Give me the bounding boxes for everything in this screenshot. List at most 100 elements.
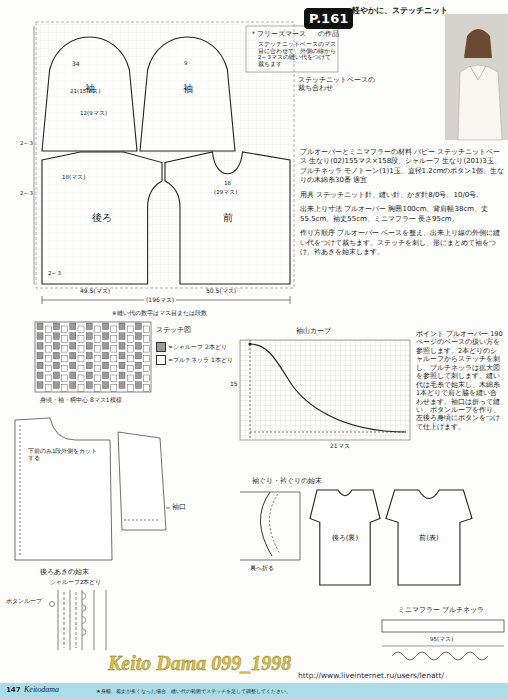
- stitch-cell: [103, 323, 109, 330]
- stitch-cell: [37, 323, 43, 330]
- sleeve-cap-graph-stroke: [250, 340, 251, 440]
- sleeve-cap-graph-stroke: [240, 340, 410, 440]
- stitch-cell: [127, 346, 133, 353]
- footnote: ※縫い代の数字はマス目または段数: [112, 310, 207, 317]
- stitch-cell: [62, 326, 68, 333]
- stitch-cell: [70, 352, 76, 359]
- body-finishing-drawing-stroke: [118, 432, 166, 530]
- stitch-cell: [86, 362, 92, 369]
- stitch-cell: [62, 336, 68, 343]
- stitch-cell: [45, 375, 51, 382]
- stitch-cell: [103, 382, 109, 389]
- stitch-chart: [35, 322, 151, 392]
- stitch-cell: [135, 333, 141, 340]
- stitch-cell: [70, 362, 76, 369]
- stitch-cell: [62, 346, 68, 353]
- stitch-cell: [144, 375, 150, 382]
- stitch-chart-stroke: [35, 322, 151, 392]
- stitch-cell: [135, 323, 141, 330]
- stitch-cell: [94, 385, 100, 392]
- legend-swatch: [156, 355, 166, 365]
- stitch-cell: [62, 355, 68, 362]
- node-text-box: P.161の作品: [300, 4, 357, 42]
- stitch-cell: [45, 385, 51, 392]
- page-number: 147: [6, 686, 21, 694]
- stitch-cell: [45, 365, 51, 372]
- stitch-cell: [53, 333, 59, 340]
- stitch-cell: [70, 372, 76, 379]
- stitch-cell: [144, 355, 150, 362]
- stitch-cell: [37, 333, 43, 340]
- stitch-cell: [103, 372, 109, 379]
- armhole-finishing-drawing-stroke: [269, 494, 280, 554]
- stitch-cell: [70, 323, 76, 330]
- sleeve-cap-graph-stroke: [250, 344, 406, 432]
- stitch-cell: [53, 343, 59, 350]
- legend-entry: =ブルチネッラ 1本どり: [156, 355, 233, 365]
- dimension: 21マス: [330, 442, 350, 449]
- stitch-cell: [86, 343, 92, 350]
- stitch-cell: [62, 365, 68, 372]
- dimension: 21(15マス): [70, 88, 100, 95]
- stitch-cell: [127, 336, 133, 343]
- body-finishing-drawing-stroke: [15, 418, 112, 560]
- chart-heading: ステッチ図: [156, 326, 191, 334]
- legend-text: =ブルチネッラ 1本どり: [168, 356, 233, 363]
- dimension: 12(9マス): [80, 110, 107, 117]
- stitch-cell: [94, 326, 100, 333]
- stitch-cell: [111, 326, 117, 333]
- node-text-box: 前(表): [386, 490, 472, 585]
- mini-scarf-drawing-stroke: [392, 652, 488, 660]
- section-heading: 後ろあきの始末: [40, 568, 89, 576]
- stitch-cell: [53, 362, 59, 369]
- piece-name: 後ろ(裏): [330, 533, 360, 543]
- legend-text: =シャルーフ 2本どり: [168, 343, 227, 350]
- watermark: Keito Dama 099_1998: [108, 651, 291, 675]
- point-text: ポイント プルオーバー 190ページのベースの扱い方を参照します。2本どりのシャ…: [416, 330, 504, 431]
- stitch-cell: [70, 382, 76, 389]
- part-name: ボタンループ: [6, 598, 42, 605]
- stitch-cell: [144, 365, 150, 372]
- stitch-cell: [111, 336, 117, 343]
- stitch-cell: [111, 355, 117, 362]
- stitch-cell: [111, 365, 117, 372]
- stitch-cell: [78, 375, 84, 382]
- page-title: 軽やかに、ステッチニット: [352, 6, 448, 15]
- stitch-cell: [127, 326, 133, 333]
- model-photo-stroke: [464, 29, 492, 58]
- graph-heading: 袖山カーブ: [296, 327, 331, 335]
- model-photo-stroke: [445, 14, 508, 140]
- stitch-cell: [144, 336, 150, 343]
- stitch-cell: [94, 336, 100, 343]
- chart-note: 身頃・袖・柄中心 8マス1模様: [40, 396, 122, 403]
- stitch-cell: [119, 343, 125, 350]
- node-text-box: 袖: [140, 26, 235, 151]
- stitch-cell: [111, 346, 117, 353]
- front-assembly-piece: 前(表): [386, 490, 472, 585]
- stitch-cell: [94, 365, 100, 372]
- stitch-cell: [127, 385, 133, 392]
- armhole-finishing-drawing-stroke: [240, 492, 300, 560]
- mini-scarf-drawing-stroke: [382, 646, 504, 647]
- stitch-cell: [111, 385, 117, 392]
- stitch-cell: [94, 375, 100, 382]
- stitch-cell: [37, 352, 43, 359]
- stitch-cell: [119, 382, 125, 389]
- note-heading: ＊フリーズマース: [250, 30, 306, 38]
- stitch-cell: [119, 323, 125, 330]
- stitch-cell: [45, 326, 51, 333]
- piece-outline-path: [42, 37, 137, 151]
- stitch-cell: [94, 346, 100, 353]
- back-assembly-piece: 後ろ(裏): [310, 490, 380, 585]
- text-column: プルオーバーとミニマフラーの材料 パピー ステッチニットベース 生なり(02)1…: [300, 148, 504, 262]
- sleeve-piece: 袖: [140, 26, 235, 151]
- section-heading: ミニマフラー ブルチネッラ: [398, 607, 484, 615]
- instruction-note: 裏へ折る: [250, 565, 274, 572]
- knit-base-layout: [34, 22, 338, 304]
- stitch-cell: [86, 333, 92, 340]
- stitch-cell: [103, 352, 109, 359]
- back-opening-drawing-stroke: [82, 592, 86, 636]
- tools-text: 用具 ステッチニット針、縫い針、かぎ針8/0号、10/0号。: [300, 191, 504, 200]
- footnote: ★身幅、着丈が多くなった場合、縫い代の範囲でステッチを足して調整してください。: [96, 688, 291, 694]
- yarn-note: シャルーフ2本どり: [50, 579, 102, 586]
